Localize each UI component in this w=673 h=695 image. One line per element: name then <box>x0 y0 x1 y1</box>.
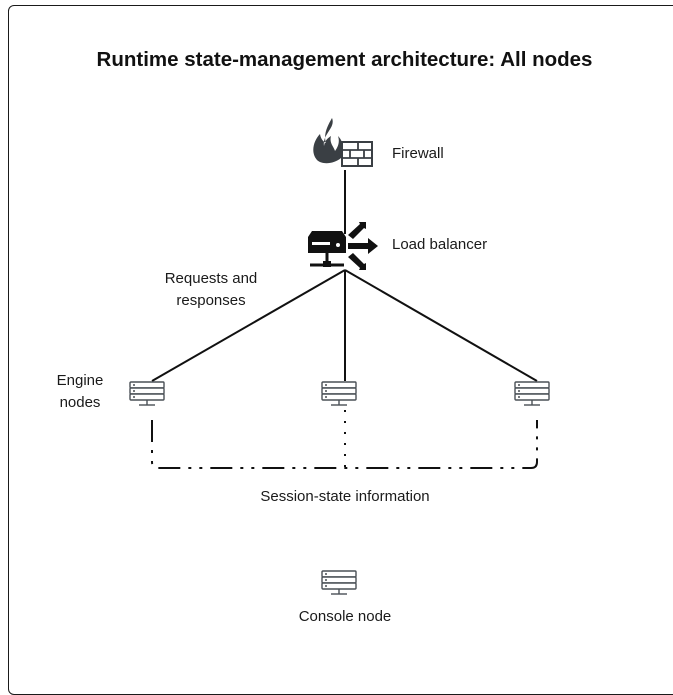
lb-to-engine-right-line <box>344 269 538 382</box>
session-state-connector <box>151 420 538 469</box>
requests-responses-label: Requests and responses <box>146 268 276 312</box>
session-state-label: Session-state information <box>260 488 430 505</box>
load-balancer-label: Load balancer <box>392 236 488 253</box>
console-node-server-icon <box>321 570 357 595</box>
lb-to-engine-left-line <box>151 269 346 382</box>
engine-node-right-server-icon <box>514 381 550 406</box>
engine-label-line1: Engine <box>56 372 104 389</box>
firewall-icon <box>313 118 373 167</box>
load-balancer-icon <box>308 222 378 270</box>
architecture-diagram <box>129 118 550 595</box>
engine-nodes-label: Engine nodes <box>40 370 120 414</box>
engine-label-line2: nodes <box>59 394 101 411</box>
engine-node-middle-server-icon <box>321 381 357 406</box>
firewall-label: Firewall <box>392 145 444 162</box>
engine-node-left-server-icon <box>129 381 165 406</box>
console-node-label: Console node <box>298 608 392 625</box>
requests-label-line1: Requests and <box>164 270 258 287</box>
diagram-title: Runtime state-management architecture: A… <box>96 48 593 71</box>
requests-label-line2: responses <box>176 292 246 309</box>
